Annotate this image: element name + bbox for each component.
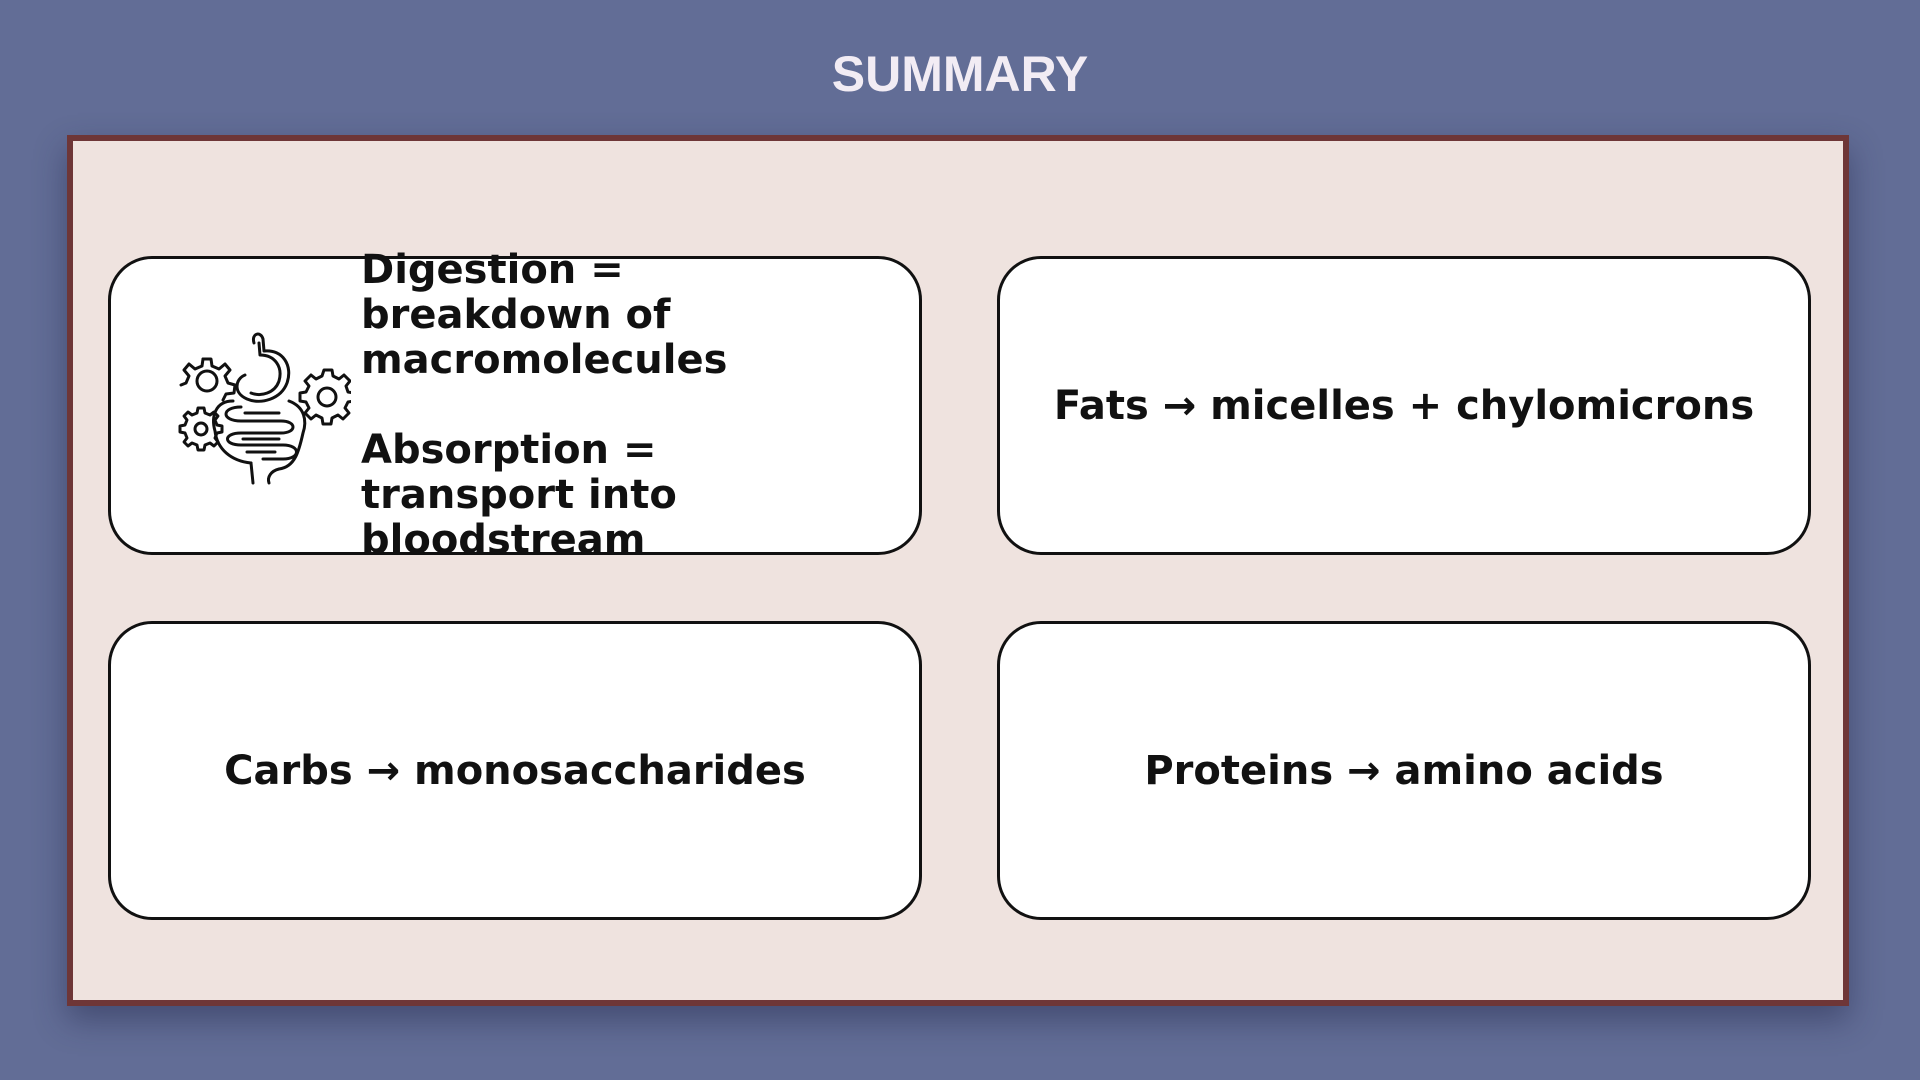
carbs-summary-text: Carbs → monosaccharides (224, 747, 806, 794)
absorption-definition: Absorption = transport into bloodstream (361, 427, 677, 563)
digestion-definition: Digestion = breakdown of macromolecules (361, 247, 728, 383)
page-title: SUMMARY (831, 46, 1089, 102)
summary-card-carbs: Carbs → monosaccharides (108, 621, 922, 920)
digestion-absorption-text: Digestion = breakdown of macromolecules … (361, 248, 881, 563)
digestive-system-gears-icon (171, 321, 356, 491)
summary-card-proteins: Proteins → amino acids (997, 621, 1811, 920)
fats-summary-text: Fats → micelles + chylomicrons (1053, 382, 1755, 429)
summary-card-fats: Fats → micelles + chylomicrons (997, 256, 1811, 555)
proteins-summary-text: Proteins → amino acids (1144, 747, 1664, 794)
summary-card-digestion-absorption: Digestion = breakdown of macromolecules … (108, 248, 922, 563)
